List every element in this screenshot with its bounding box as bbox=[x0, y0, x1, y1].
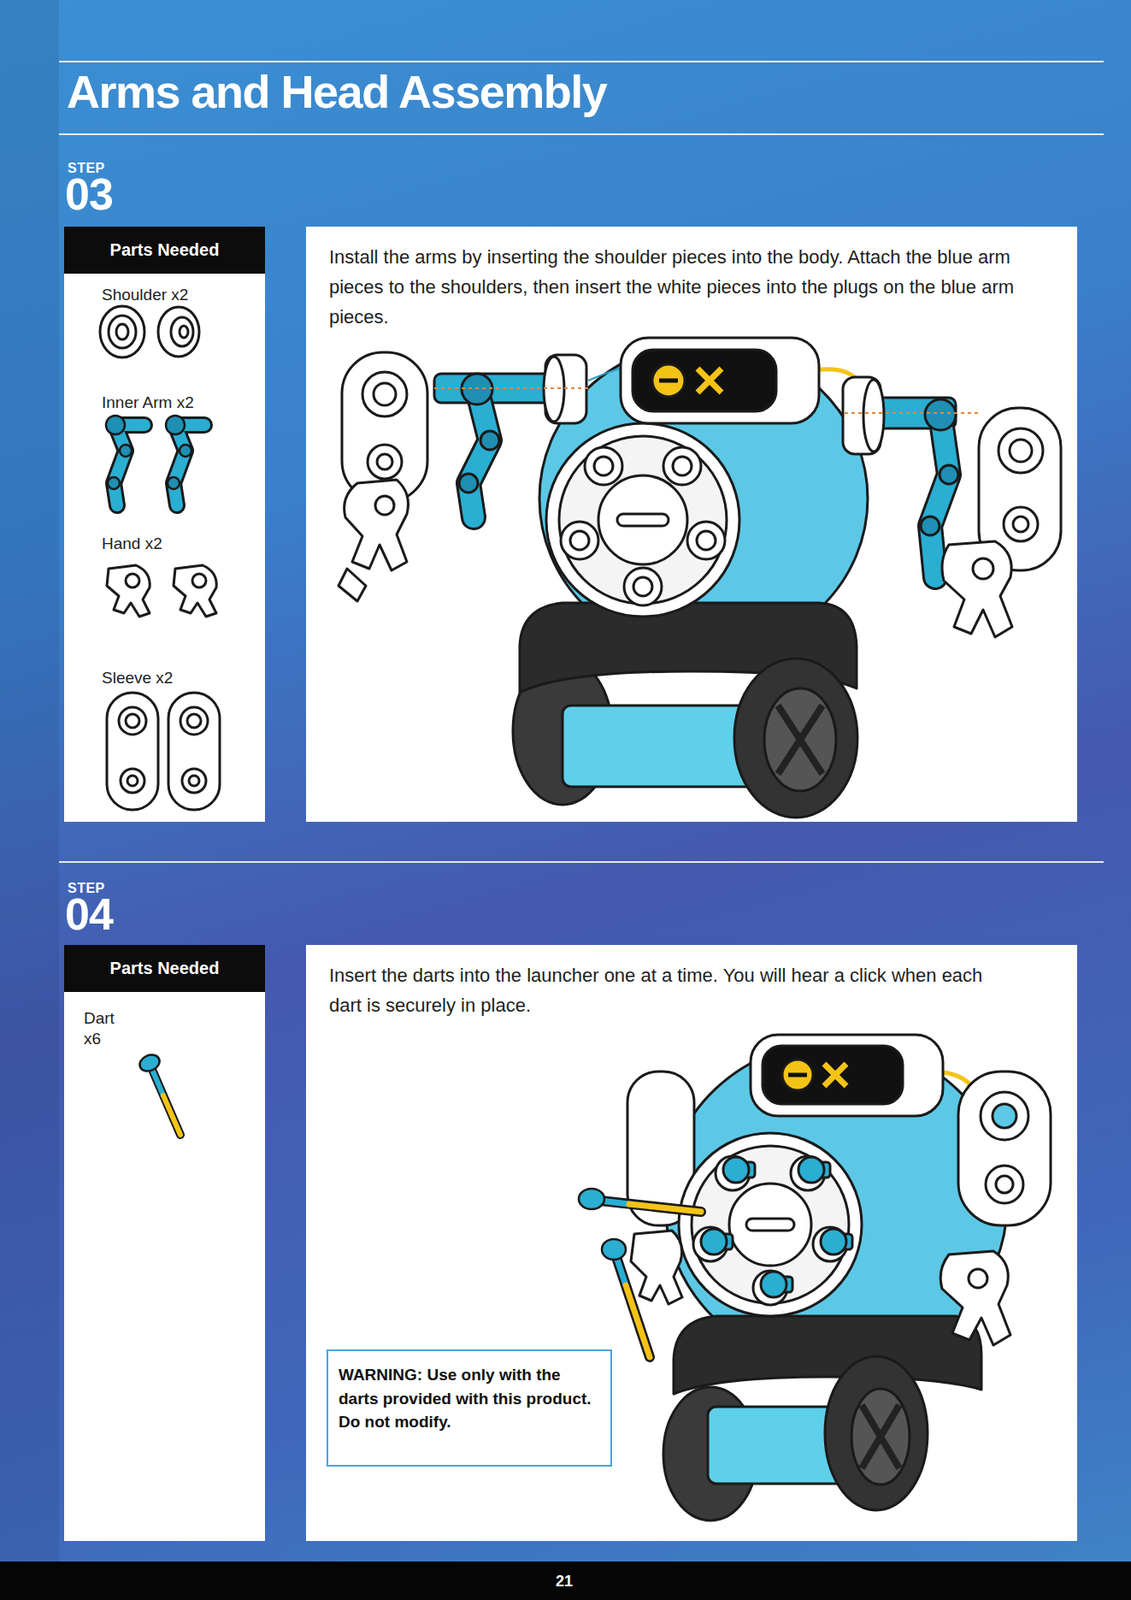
parts-illustration bbox=[64, 226, 266, 822]
part-name: Shoulder x2 bbox=[101, 284, 266, 306]
panel-header: Parts Needed bbox=[64, 944, 266, 992]
warning-box: WARNING: Use only with the darts provide… bbox=[326, 1348, 613, 1467]
title-holder: Arms and Head Assembly bbox=[66, 68, 607, 115]
page-title: Arms and Head Assembly bbox=[66, 68, 607, 115]
instruction-text: Install the arms by inserting the should… bbox=[329, 226, 1067, 333]
step-number: 03 bbox=[64, 171, 113, 217]
title-rule bbox=[58, 60, 1104, 63]
part-name: Sleeve x2 bbox=[101, 667, 266, 689]
label-holder: 03 bbox=[64, 171, 113, 217]
step-number: 04 bbox=[64, 891, 113, 937]
label-holder: 21 bbox=[538, 1572, 590, 1589]
warning-text: WARNING: Use only with the darts provide… bbox=[338, 1362, 601, 1434]
part-name: Inner Arm x2 bbox=[101, 392, 266, 413]
page-number: 21 bbox=[538, 1572, 590, 1589]
title-rule bbox=[58, 133, 1104, 136]
part-name: Dart x6 bbox=[83, 1007, 133, 1049]
part-name: Hand x2 bbox=[101, 533, 266, 554]
instruction-box: Insert the darts into the launcher one a… bbox=[306, 944, 1078, 1541]
section-rule bbox=[58, 860, 1104, 863]
panel-header: Parts Needed bbox=[64, 226, 266, 274]
robot-illustration bbox=[306, 226, 1078, 822]
parts-panel: Parts NeededDart x6 bbox=[64, 944, 266, 1541]
side-strip bbox=[0, 0, 59, 1600]
instruction-box: Install the arms by inserting the should… bbox=[306, 226, 1078, 822]
label-holder: 04 bbox=[64, 891, 113, 937]
parts-panel: Parts NeededShoulder x2 Inner Arm x2 Hand … bbox=[64, 226, 266, 822]
instruction-text: Insert the darts into the launcher one a… bbox=[329, 944, 1005, 1020]
